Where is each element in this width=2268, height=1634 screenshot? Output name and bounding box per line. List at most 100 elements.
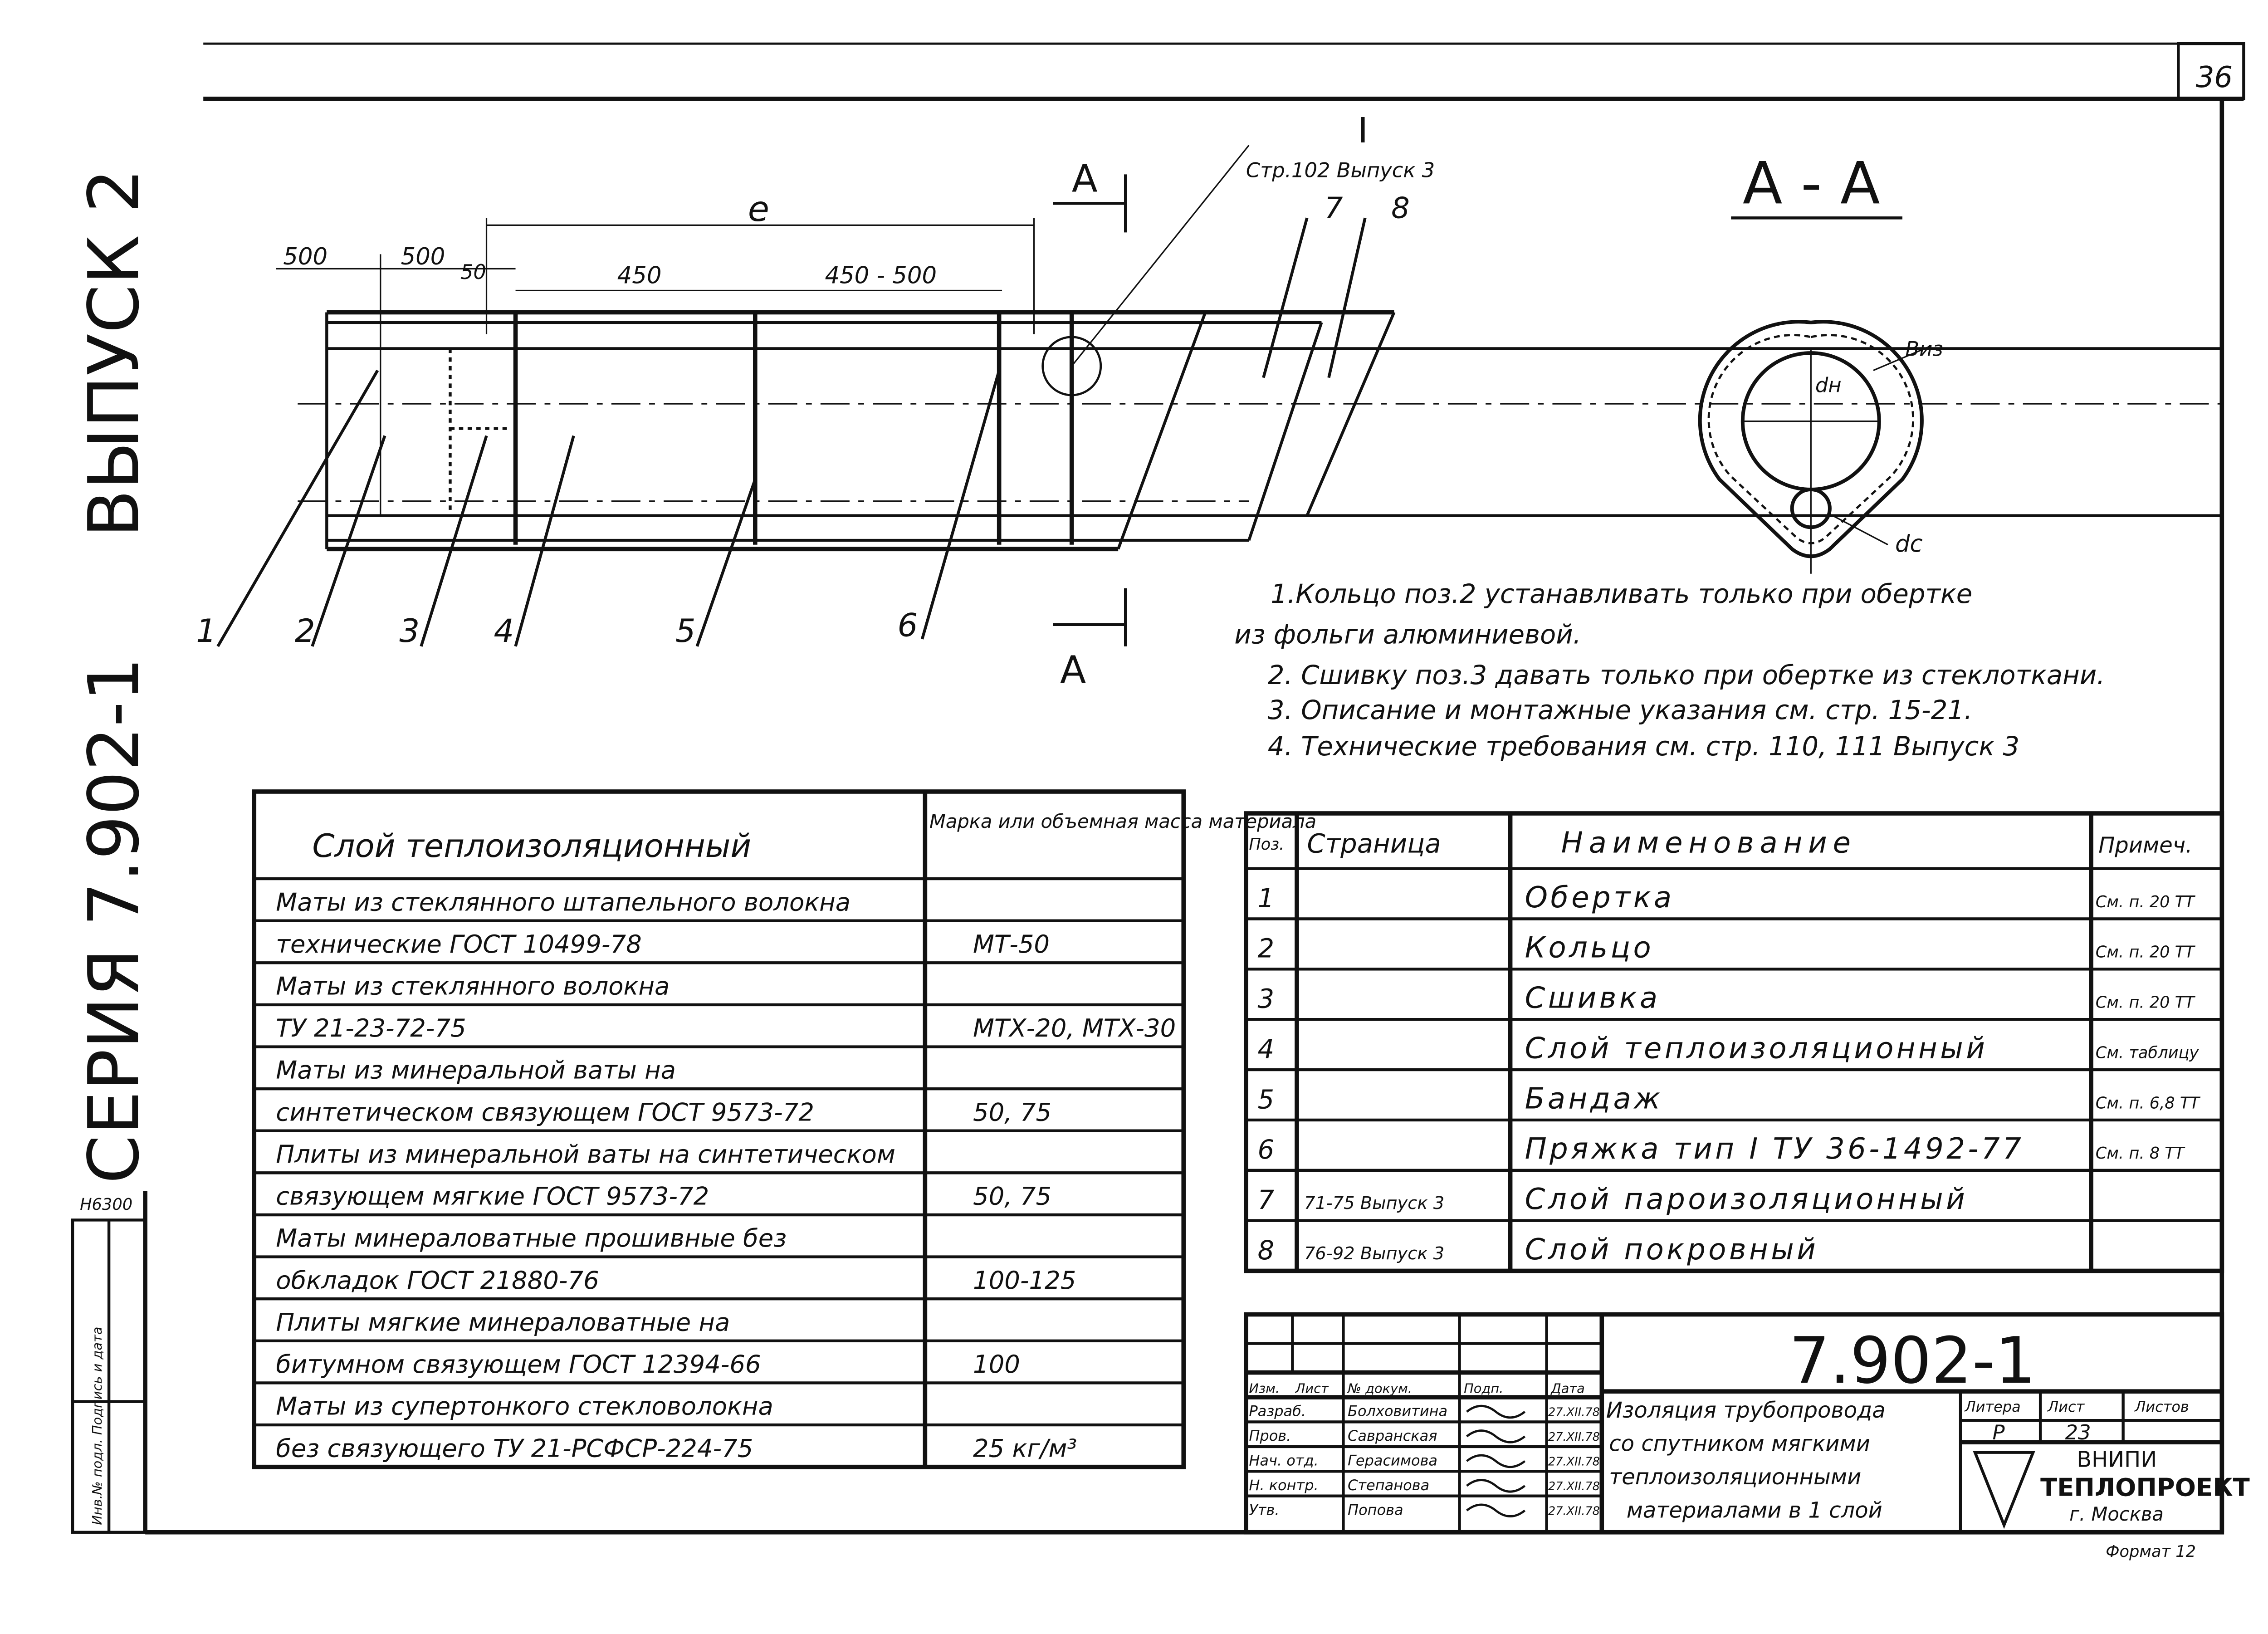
spec-row-name: Сшивка [1525,982,1661,1015]
layer-row-text: синтетическом связующем ГОСТ 9573-72 [276,1097,814,1126]
role-date: 27.XII.78 [1548,1406,1600,1419]
spec-row-pos: 4 [1258,1034,1275,1064]
title-block-col-header: Изм. [1249,1380,1280,1396]
note-line: 3. Описание и монтажные указания см. стр… [1268,695,1972,725]
sheets-header: Листов [2134,1398,2189,1415]
role-date: 27.XII.78 [1548,1455,1600,1468]
format-label: Формат 12 [2106,1542,2196,1561]
spec-row-pos: 6 [1258,1135,1275,1165]
callout-2: 2 [295,612,315,650]
spec-row-name: Пряжка тип I ТУ 36-1492-77 [1525,1132,2024,1166]
title-block-col-header: Подп. [1464,1380,1503,1396]
role-date: 27.XII.78 [1548,1504,1600,1518]
title-line: теплоизоляционными [1609,1464,1861,1490]
layer-row-text: Маты из супертонкого стекловолокна [276,1392,773,1421]
layer-row-mark: МТ-50 [973,930,1050,959]
role-label: Нач. отд. [1249,1452,1318,1469]
label-viz: Виз [1905,337,1943,361]
dim-50: 50 [460,260,486,284]
pipe-elevation [216,145,2222,647]
role-date: 27.XII.78 [1548,1430,1600,1444]
role-name: Степанова [1348,1477,1429,1494]
title-line: материалами в 1 слой [1627,1498,1882,1523]
spec-row-pos: 2 [1258,934,1275,964]
stamp-label: Инв.№ подл. Подпись и дата [89,1327,105,1525]
role-name: Герасимова [1348,1452,1437,1469]
note-line: 1.Кольцо поз.2 устанавливать только при … [1271,579,1972,609]
spec-row-page: 71-75 Выпуск 3 [1304,1193,1444,1213]
role-name: Попова [1348,1501,1403,1518]
sheet-value: 23 [2065,1420,2091,1444]
title-line: Изоляция трубопровода [1606,1398,1886,1423]
layer-row-text: ТУ 21-23-72-75 [276,1013,466,1042]
spec-row-note: См. п. 20 ТТ [2096,943,2195,962]
title-block-col-header: № докум. [1347,1380,1412,1396]
label-dn: dн [1815,373,1842,397]
role-label: Н. контр. [1249,1477,1318,1494]
spec-row-name: Слой покровный [1525,1233,1819,1267]
sheet-header: Лист [2047,1398,2085,1415]
layer-row-text: Маты минераловатные прошивные без [276,1223,787,1252]
title-block-col-header: Лист [1295,1380,1329,1396]
sheet-number: 36 [2196,61,2233,94]
org-line: ТЕПЛОПРОЕКТ [2040,1473,2250,1502]
spec-row-name: Слой теплоизоляционный [1525,1032,1988,1065]
role-label: Утв. [1249,1501,1279,1518]
role-date: 27.XII.78 [1548,1480,1600,1493]
spec-row-note: См. п. 8 ТТ [2096,1144,2185,1163]
layers-table: Слой теплоизоляционный Марка или объемна… [252,789,1316,1469]
signature [1466,1479,1526,1493]
spec-row-note: См. п. 20 ТТ [2096,893,2195,911]
dim-450: 450 [617,262,662,289]
dim-500-left: 500 [283,243,327,270]
layer-row-text: Плиты из минеральной ваты на синтетическ… [276,1140,895,1169]
signature [1466,1454,1526,1468]
role-label: Разраб. [1249,1403,1306,1420]
role-name: Савранская [1348,1427,1437,1444]
title-line: со спутником мягкими [1609,1431,1870,1456]
callout-5: 5 [675,612,696,650]
spec-header-name: Наименование [1561,826,1857,860]
spec-row-pos: 8 [1258,1235,1275,1266]
layer-row-text: обкладок ГОСТ 21880-76 [276,1266,599,1295]
callout-6: 6 [898,607,918,644]
detail-ref: Стр.102 Выпуск 3 [1246,158,1435,182]
layers-header-layer: Слой теплоизоляционный [312,827,751,865]
dim-e: e [748,189,769,230]
layer-row-text: Маты из стеклянного волокна [276,972,670,1001]
spec-header-page: Страница [1307,828,1441,859]
layer-row-text: Маты из минеральной ваты на [276,1056,676,1085]
layer-row-text: битумном связующем ГОСТ 12394-66 [276,1350,761,1379]
spec-row-note: См. п. 6,8 ТТ [2096,1094,2201,1112]
note-line: 2. Сшивку поз.3 давать только при обертк… [1268,660,2105,690]
callout-3: 3 [399,612,420,650]
layer-row-text: без связующего ТУ 21-РСФСР-224-75 [276,1433,753,1463]
section-mark-bottom: А [1060,648,1086,692]
layer-row-mark: 100-125 [973,1266,1076,1295]
detail-label: I [1358,111,1368,151]
spec-row-page: 76-92 Выпуск 3 [1304,1243,1444,1264]
signature [1466,1429,1526,1443]
dim-500-right: 500 [401,243,445,270]
spec-row-pos: 5 [1258,1084,1275,1115]
layer-row-text: технические ГОСТ 10499-78 [276,930,641,959]
spec-row-pos: 3 [1258,984,1275,1014]
note-line: из фольги алюминиевой. [1234,619,1581,650]
signature [1466,1503,1526,1517]
label-dc: dс [1895,531,1923,558]
spec-row-name: Слой пароизоляционный [1525,1183,1968,1216]
issue-label: ВЫПУСК 2 [73,169,155,538]
layer-row-mark: 50, 75 [973,1097,1051,1126]
spec-row-note: См. п. 20 ТТ [2096,993,2195,1012]
notes: 1.Кольцо поз.2 устанавливать только при … [1234,579,2105,762]
section-title: А - А [1743,150,1880,217]
role-name: Болховитина [1348,1403,1447,1420]
spec-row-name: Кольцо [1525,931,1654,965]
note-line: 4. Технические требования см. стр. 110, … [1268,731,2019,762]
stage-header: Литера [1965,1398,2021,1415]
spec-header-pos: Поз. [1249,835,1284,854]
layer-row-mark: МТХ-20, МТХ-30 [973,1013,1176,1042]
